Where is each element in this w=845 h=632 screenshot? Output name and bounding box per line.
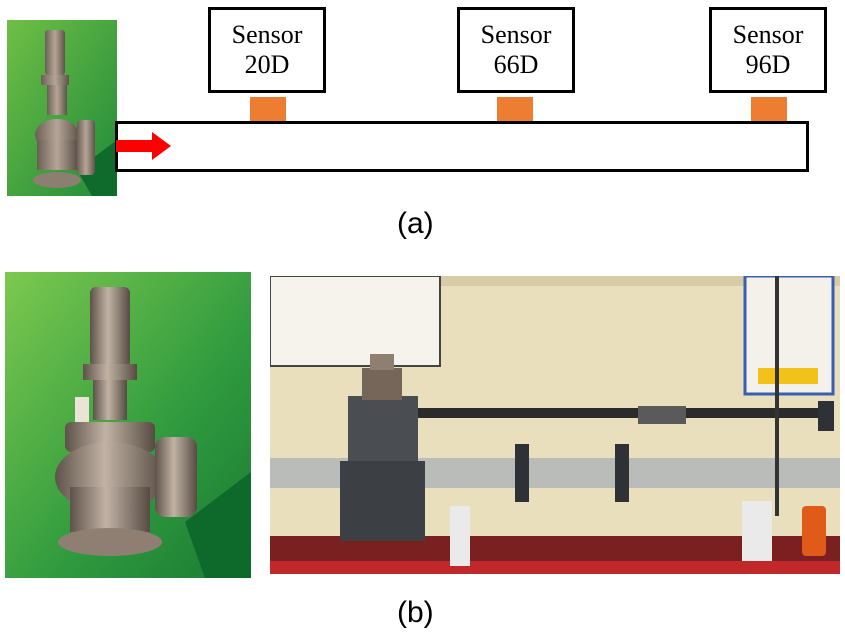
- sensor-label-66d: Sensor 66D: [457, 7, 575, 93]
- safety-valve-photo-small: [7, 20, 117, 196]
- caption-b: (b): [397, 596, 434, 629]
- flow-arrow-icon: [116, 131, 172, 161]
- safety-valve-photo: [5, 272, 251, 578]
- caption-a: (a): [397, 207, 434, 240]
- sensor-pad-66d: [497, 97, 533, 121]
- sensor-label-line2: 66D: [493, 50, 539, 79]
- sensor-pad-96d: [751, 97, 787, 121]
- test-rig-photo: [270, 276, 840, 574]
- sensor-label-line1: Sensor: [231, 20, 303, 49]
- sensor-label-96d: Sensor 96D: [709, 7, 827, 93]
- sensor-pad-20d: [250, 97, 286, 121]
- sensor-label-line2: 96D: [745, 50, 791, 79]
- sensor-label-line2: 20D: [244, 50, 290, 79]
- sensor-label-line1: Sensor: [732, 20, 804, 49]
- sensor-label-20d: Sensor 20D: [208, 7, 326, 93]
- pipe-schematic: [115, 121, 809, 172]
- sensor-label-line1: Sensor: [480, 20, 552, 49]
